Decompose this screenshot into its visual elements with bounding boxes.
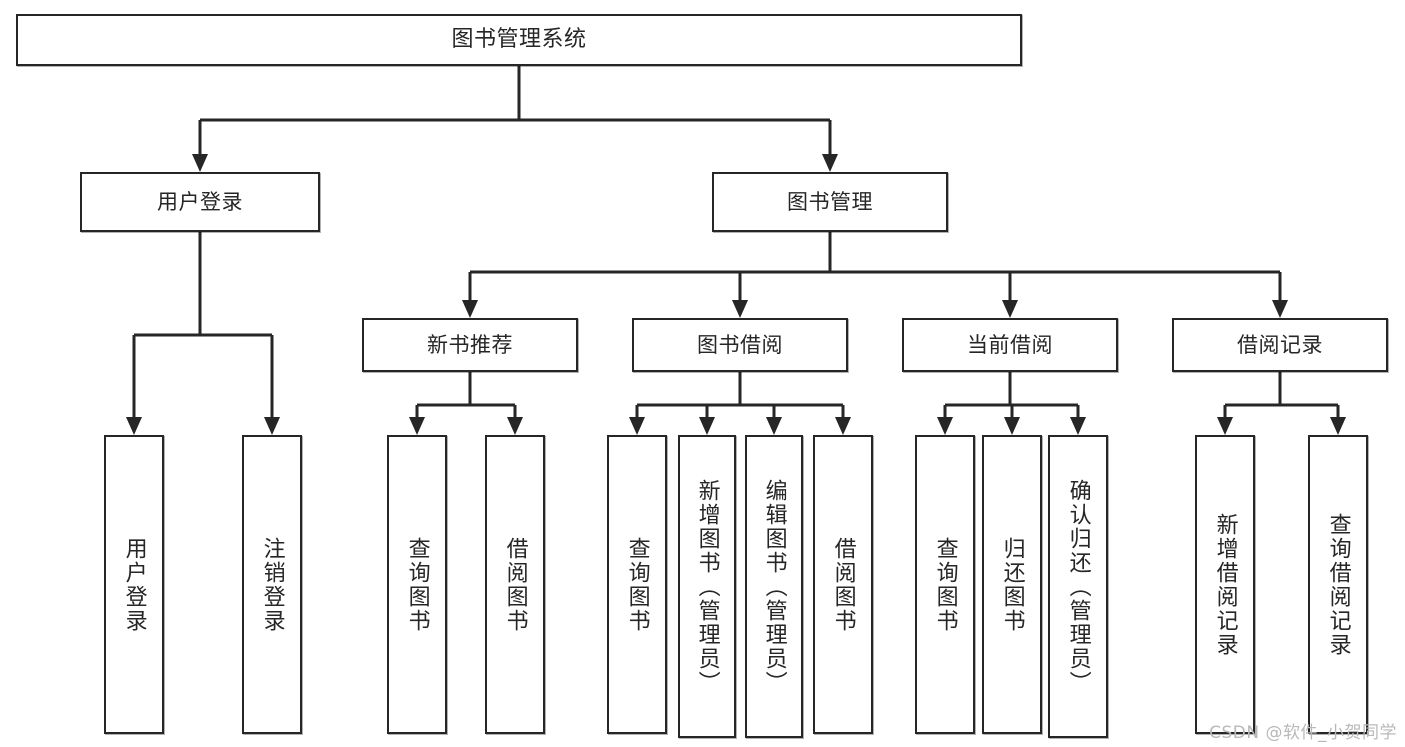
node-label: 借阅图书 [830, 536, 856, 633]
arrow-to-leaf-query-book-a-head [409, 417, 425, 435]
arrow-to-leaf-add-book-head [699, 417, 715, 435]
arrow-to-leaf-edit-book-head [766, 417, 782, 435]
node-label: 用户登录 [157, 189, 243, 214]
node-leaf-query-record[interactable]: 查询借阅记录 [1308, 435, 1368, 734]
node-label: 图书管理系统 [451, 27, 587, 53]
node-leaf-borrow-book-a[interactable]: 借阅图书 [485, 435, 545, 734]
node-leaf-confirm-return[interactable]: 确认归还（管理员） [1048, 435, 1108, 738]
node-leaf-add-record[interactable]: 新增借阅记录 [1195, 435, 1255, 734]
node-leaf-edit-book[interactable]: 编辑图书（管理员） [745, 435, 803, 738]
node-label: 借阅记录 [1237, 332, 1323, 357]
node-leaf-return-book[interactable]: 归还图书 [982, 435, 1042, 734]
node-book-management-system[interactable]: 图书管理系统 [16, 14, 1022, 66]
arrow-to-leaf-return-book-head [1004, 417, 1020, 435]
node-label: 用户登录 [121, 536, 147, 633]
arrow-to-borrow-record-head [1272, 300, 1288, 318]
node-label: 查询图书 [932, 536, 958, 633]
arrow-to-book-manage-head [822, 154, 838, 172]
node-leaf-query-book-c[interactable]: 查询图书 [915, 435, 975, 734]
node-leaf-add-book[interactable]: 新增图书（管理员） [678, 435, 736, 738]
node-book-borrowing[interactable]: 图书借阅 [632, 318, 848, 372]
node-label: 图书借阅 [697, 332, 783, 357]
arrow-to-leaf-add-record-head [1217, 417, 1233, 435]
node-label: 确认归还（管理员） [1065, 478, 1091, 695]
arrow-to-new-book-rec-head [462, 300, 478, 318]
node-leaf-query-book-a[interactable]: 查询图书 [387, 435, 447, 734]
arrow-to-book-borrow-head [732, 300, 748, 318]
arrow-to-user-login-head [192, 154, 208, 172]
node-book-management[interactable]: 图书管理 [712, 172, 948, 232]
node-new-book-recommendation[interactable]: 新书推荐 [362, 318, 578, 372]
arrow-to-leaf-borrow-book-a-head [507, 417, 523, 435]
arrow-to-current-borrow-head [1002, 300, 1018, 318]
node-label: 注销登录 [259, 536, 285, 633]
node-label: 当前借阅 [967, 332, 1053, 357]
node-current-borrowing[interactable]: 当前借阅 [902, 318, 1118, 372]
arrow-to-leaf-borrow-book-b-head [835, 417, 851, 435]
arrow-to-leaf-user-login-head [126, 417, 142, 435]
arrow-to-leaf-confirm-return-head [1070, 417, 1086, 435]
node-label: 新增借阅记录 [1212, 512, 1238, 657]
node-borrowing-records[interactable]: 借阅记录 [1172, 318, 1388, 372]
watermark-text: CSDN @软件_小贺同学 [1209, 723, 1397, 743]
arrow-to-leaf-query-book-c-head [937, 417, 953, 435]
node-user-login[interactable]: 用户登录 [80, 172, 320, 232]
node-label: 新增图书（管理员） [694, 478, 720, 695]
arrow-to-leaf-query-record-head [1330, 417, 1346, 435]
node-label: 查询借阅记录 [1325, 512, 1351, 657]
arrow-to-leaf-logout-head [264, 417, 280, 435]
node-label: 借阅图书 [502, 536, 528, 633]
node-leaf-borrow-book-b[interactable]: 借阅图书 [813, 435, 873, 734]
node-label: 新书推荐 [427, 332, 513, 357]
node-label: 编辑图书（管理员） [761, 478, 787, 695]
node-leaf-user-login[interactable]: 用户登录 [104, 435, 164, 734]
node-leaf-logout[interactable]: 注销登录 [242, 435, 302, 734]
arrow-to-leaf-query-book-b-head [629, 417, 645, 435]
node-label: 查询图书 [404, 536, 430, 633]
node-label: 归还图书 [999, 536, 1025, 633]
node-label: 图书管理 [787, 189, 873, 214]
node-leaf-query-book-b[interactable]: 查询图书 [607, 435, 667, 734]
node-label: 查询图书 [624, 536, 650, 633]
